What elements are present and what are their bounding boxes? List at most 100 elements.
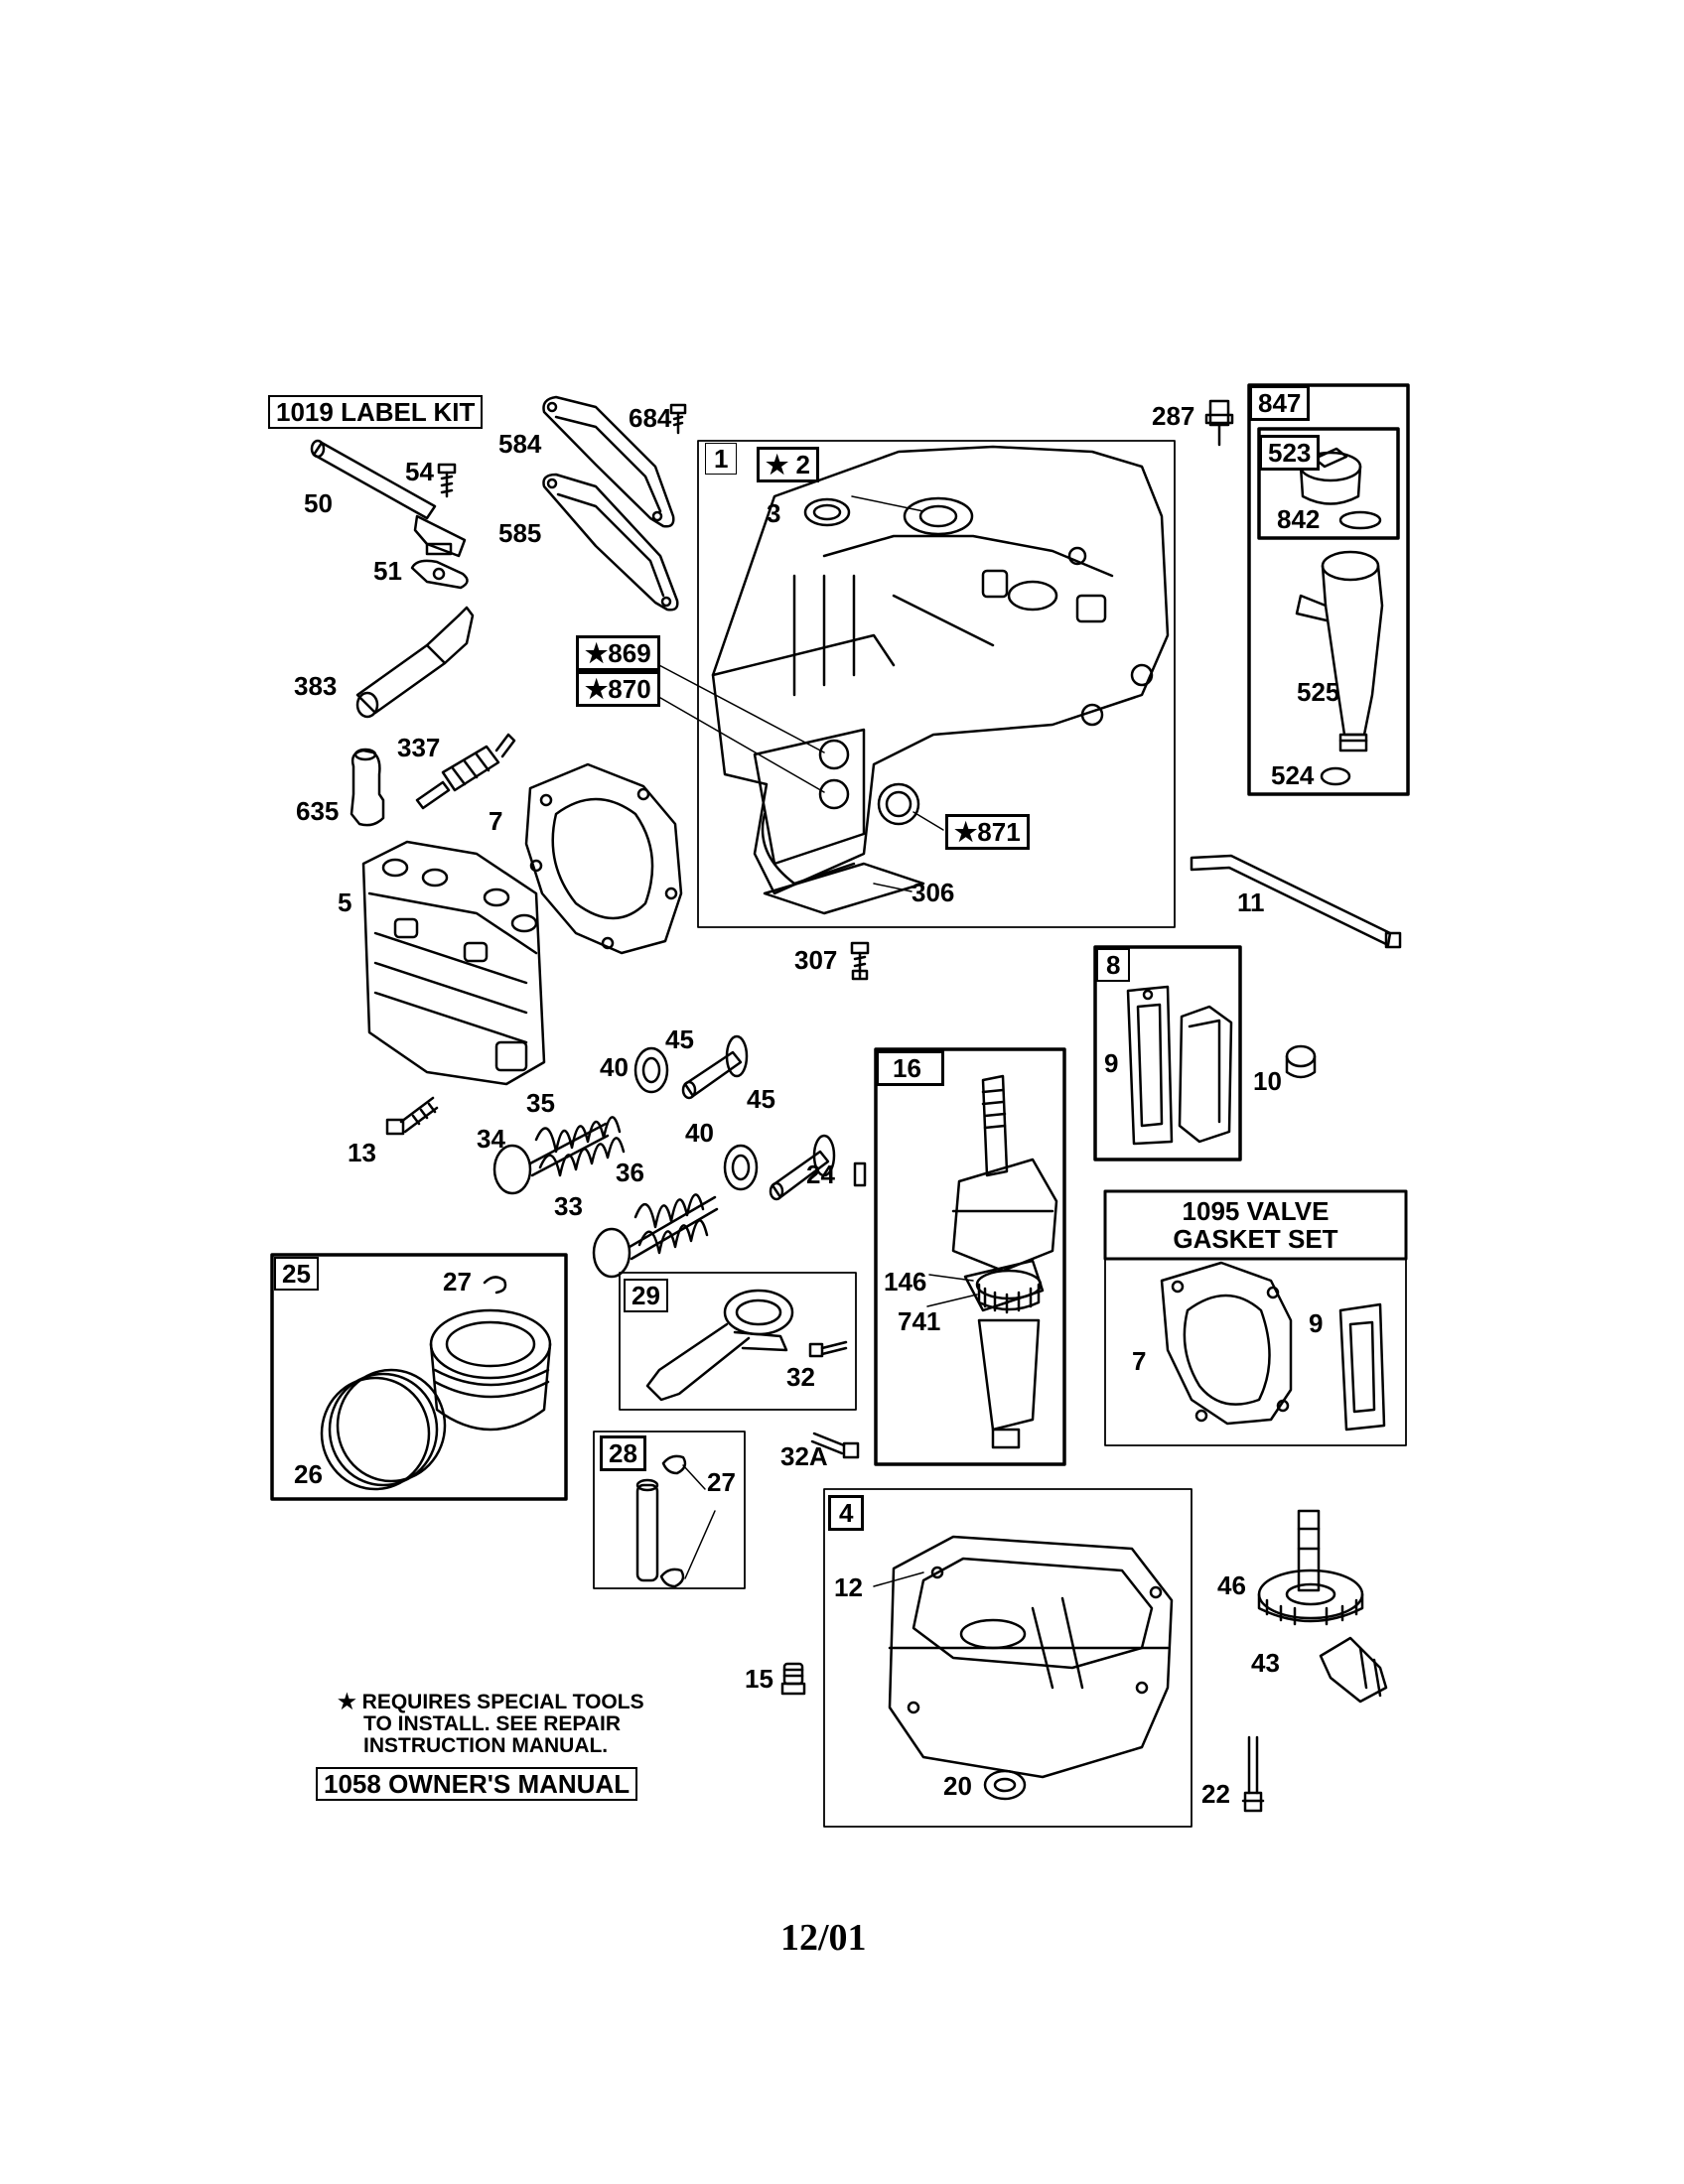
piston-25 [429, 1308, 552, 1432]
rod-bolt-32 [808, 1340, 848, 1358]
piston-rings-26 [320, 1368, 447, 1491]
part-number-4: 4 [828, 1495, 865, 1531]
part-number-24: 24 [806, 1160, 835, 1189]
part-number-7: 7 [489, 806, 503, 836]
part-number-25: 25 [274, 1257, 319, 1291]
part-number-337: 337 [397, 733, 441, 762]
piston-pin-28 [635, 1478, 659, 1582]
part-number-13: 13 [348, 1138, 376, 1167]
dipstick-11 [1190, 854, 1402, 949]
part-number-35: 35 [526, 1088, 555, 1118]
part-number-34: 34 [477, 1124, 505, 1154]
valve-gasket-set-title-line1: 1095 VALVE [1182, 1196, 1330, 1226]
part-number-40b: 40 [685, 1118, 714, 1148]
part-number-847: 847 [1249, 385, 1311, 421]
part-number-306: 306 [912, 878, 955, 907]
label-kit-box: 1019 LABEL KIT [268, 395, 484, 429]
oil-seal-3 [803, 497, 851, 527]
part-number-684: 684 [629, 403, 672, 433]
part-number-307: 307 [794, 945, 838, 975]
part-number-635: 635 [296, 796, 340, 826]
cylinder-head-5 [361, 840, 546, 1086]
part-number-29: 29 [624, 1279, 668, 1312]
retainer-clip-27a [483, 1276, 507, 1295]
part-number-8: 8 [1096, 948, 1131, 982]
cylinder-block [711, 445, 1170, 895]
bolt-22 [1241, 1735, 1265, 1813]
part-number-36: 36 [616, 1158, 644, 1187]
cap-kit-box [1257, 427, 1400, 540]
part-number-383: 383 [294, 671, 338, 701]
part-number-5: 5 [338, 887, 352, 917]
oil-seal-20 [983, 1769, 1027, 1801]
connecting-rod-29 [645, 1289, 794, 1402]
part-number-45a: 45 [665, 1024, 694, 1054]
bolt-32a [810, 1432, 860, 1459]
part-number-15: 15 [745, 1664, 773, 1694]
o-ring-524 [1320, 766, 1351, 786]
rocker-cover-gasket-585 [542, 473, 679, 612]
dowel-pin-24 [853, 1161, 867, 1187]
part-number-11: 11 [1237, 887, 1265, 917]
sump-4 [888, 1535, 1174, 1779]
part-number-32a: 32A [780, 1441, 828, 1471]
valve-gasket-set-header [1103, 1189, 1408, 1261]
o-ring-842 [1338, 510, 1382, 530]
owners-manual-box: 1058 OWNER'S MANUAL [316, 1767, 638, 1801]
part-number-842: 842 [1277, 504, 1321, 534]
part-number-741: 741 [898, 1306, 941, 1336]
special-tools-note-line2: TO INSTALL. SEE REPAIR [363, 1712, 622, 1735]
part-number-27b: 27 [707, 1467, 736, 1497]
part-number-525: 525 [1297, 677, 1340, 707]
part-number-54: 54 [405, 457, 434, 486]
screw-684 [669, 403, 687, 435]
oil-fill-tube-525 [1295, 550, 1384, 752]
head-bolt-13 [385, 1096, 439, 1136]
part-number-51: 51 [373, 556, 402, 586]
part-number-12: 12 [834, 1572, 863, 1602]
screw-54 [437, 463, 457, 498]
piston-pin-box [593, 1431, 746, 1589]
valve-spring-35 [534, 1116, 626, 1177]
screw-307 [850, 941, 870, 981]
sump-box [823, 1488, 1193, 1828]
head-gasket-7 [524, 762, 683, 955]
spring-retainer-40b [723, 1144, 759, 1191]
dipstick-kit-box [1247, 383, 1410, 796]
gasket-51 [410, 559, 469, 590]
part-number-46: 46 [1217, 1570, 1246, 1600]
part-number-50: 50 [304, 488, 333, 518]
fitting-287 [1204, 399, 1234, 447]
connecting-rod-box [619, 1272, 857, 1411]
part-number-9a: 9 [1104, 1048, 1119, 1078]
breather-valve-10 [1285, 1044, 1317, 1079]
dipstick-tube-50 [310, 439, 467, 558]
governor-gear-46 [1257, 1509, 1364, 1626]
special-tools-note-line3: INSTRUCTION MANUAL. [363, 1734, 609, 1757]
governor-crank-43 [1319, 1636, 1388, 1704]
drain-plug-15 [780, 1662, 806, 1696]
breather-cover-8 [1178, 1005, 1233, 1144]
breather-kit-box [1093, 945, 1242, 1161]
part-number-523: 523 [1259, 435, 1321, 471]
spark-plug-337 [415, 733, 516, 810]
part-number-27a: 27 [443, 1267, 472, 1297]
valve-set-head-gasket-7 [1160, 1261, 1293, 1426]
crankshaft-16 [951, 1074, 1058, 1449]
special-tools-note-line1: ★ REQUIRES SPECIAL TOOLS [338, 1691, 644, 1713]
breather-tube-383 [355, 606, 475, 719]
part-number-524: 524 [1271, 760, 1315, 790]
revision-date: 12/01 [780, 1917, 867, 1959]
gasket-306 [763, 862, 925, 915]
tappet-45b [769, 1134, 836, 1201]
cylinder-assembly-box [697, 440, 1176, 928]
valve-gasket-set-title-line2: GASKET SET [1173, 1224, 1338, 1254]
breather-gasket-9 [1126, 985, 1174, 1146]
spring-retainer-40a [633, 1046, 669, 1094]
part-number-146: 146 [884, 1267, 927, 1297]
part-number-287: 287 [1152, 401, 1195, 431]
piston-ring-box [270, 1253, 568, 1501]
crank-gear-741 [975, 1269, 1043, 1314]
